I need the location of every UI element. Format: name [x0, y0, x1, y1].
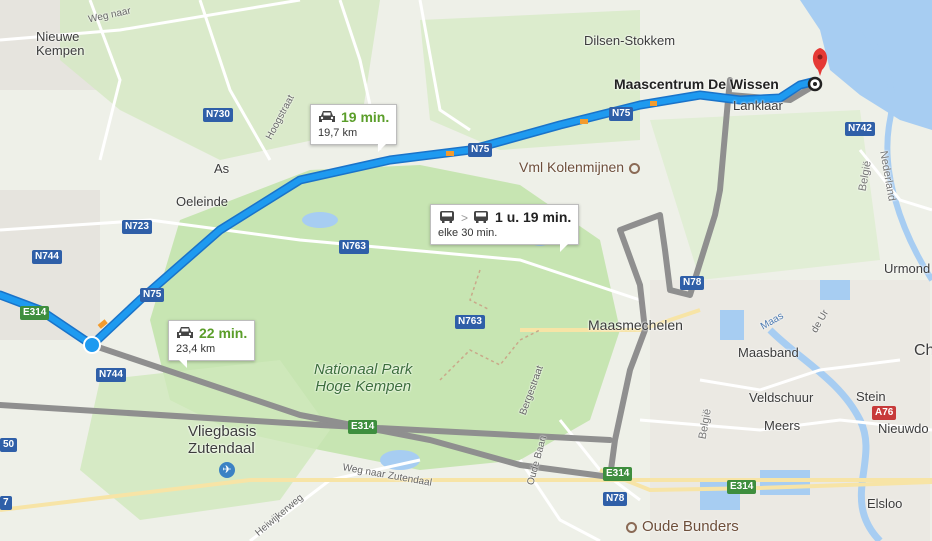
shield-n744-b: N744 [96, 368, 126, 382]
shield-n730: N730 [203, 108, 233, 122]
poi-marker-icon [629, 163, 641, 174]
shield-n723: N723 [122, 220, 152, 234]
place-oeleinde: Oeleinde [176, 194, 229, 209]
destination-label[interactable]: Maascentrum De Wissen [614, 76, 779, 92]
shield-n763-a: N763 [339, 240, 369, 254]
shield-e314-c: E314 [603, 467, 633, 481]
shield-n744-a: N744 [32, 250, 62, 264]
airport-icon[interactable]: ✈ [219, 462, 235, 478]
shield-e314-b: E314 [348, 420, 378, 434]
place-as: As [214, 161, 230, 176]
shield-n78-b: N78 [603, 492, 628, 506]
place-veldschuur: Veldschuur [749, 390, 814, 405]
shield-n763-b: N763 [455, 315, 485, 329]
place-vliegbasis-zutendaal: Vliegbasis Zutendaal [188, 423, 257, 457]
poi-oude-bunders-label: Oude Bunders [642, 518, 739, 535]
bus-icon [474, 211, 489, 223]
route-time: 19 min. [341, 109, 390, 125]
route-callout-19min[interactable]: 19 min. 19,7 km [310, 104, 398, 153]
place-meers: Meers [764, 418, 801, 433]
poi-marker-icon [626, 522, 637, 533]
shield-left-50: 50 [0, 438, 18, 452]
shield-n75-a: N75 [468, 143, 493, 157]
shield-e314-d: E314 [727, 480, 757, 494]
shield-n75-b: N75 [609, 107, 634, 121]
route-time: 1 u. 19 min. [495, 209, 572, 225]
place-maasband: Maasband [738, 345, 799, 360]
route-distance: 19,7 km [318, 127, 358, 140]
place-dilsen-stokkem: Dilsen-Stokkem [584, 33, 676, 48]
route-start-point[interactable] [83, 336, 101, 354]
place-nieuwe-kempen: Nieuwe Kempen [36, 29, 85, 59]
shield-n75-c: N75 [140, 288, 165, 302]
poi-vml-kolenmijnen-label: Vml Kolenmijnen [519, 159, 625, 175]
park-hoge-kempen: Nationaal Park Hoge Kempen [314, 361, 413, 395]
bus-icon [440, 211, 454, 223]
place-urmond: Urmond [884, 261, 931, 276]
route-frequency: elke 30 min. [438, 227, 498, 240]
car-icon [319, 111, 335, 122]
route-time: 22 min. [199, 325, 248, 341]
route-distance: 23,4 km [176, 343, 216, 356]
route-callout-22min[interactable]: 22 min. 23,4 km [168, 320, 256, 369]
shield-n78-a: N78 [680, 276, 705, 290]
destination-marker[interactable] [807, 48, 828, 92]
route-callout-transit[interactable]: >1 u. 19 min. elke 30 min. [430, 204, 580, 253]
place-lanklaar: Lanklaar [733, 98, 783, 113]
place-elsloo: Elsloo [867, 496, 903, 511]
shield-n742: N742 [845, 122, 875, 136]
place-nieuwdo: Nieuwdo [878, 421, 929, 436]
place-stein: Stein [856, 389, 886, 404]
poi-vml-kolenmijnen[interactable]: Vml Kolenmijnen [519, 159, 641, 175]
chevron-right-icon: > [461, 211, 469, 225]
shield-left-7: 7 [0, 496, 12, 510]
poi-oude-bunders[interactable]: Oude Bunders [626, 518, 739, 536]
shield-e314-a: E314 [20, 306, 50, 320]
place-maasmechelen: Maasmechelen [588, 317, 683, 333]
place-ch: Ch [914, 342, 932, 359]
shield-a76: A76 [872, 406, 897, 420]
car-icon [177, 327, 193, 338]
